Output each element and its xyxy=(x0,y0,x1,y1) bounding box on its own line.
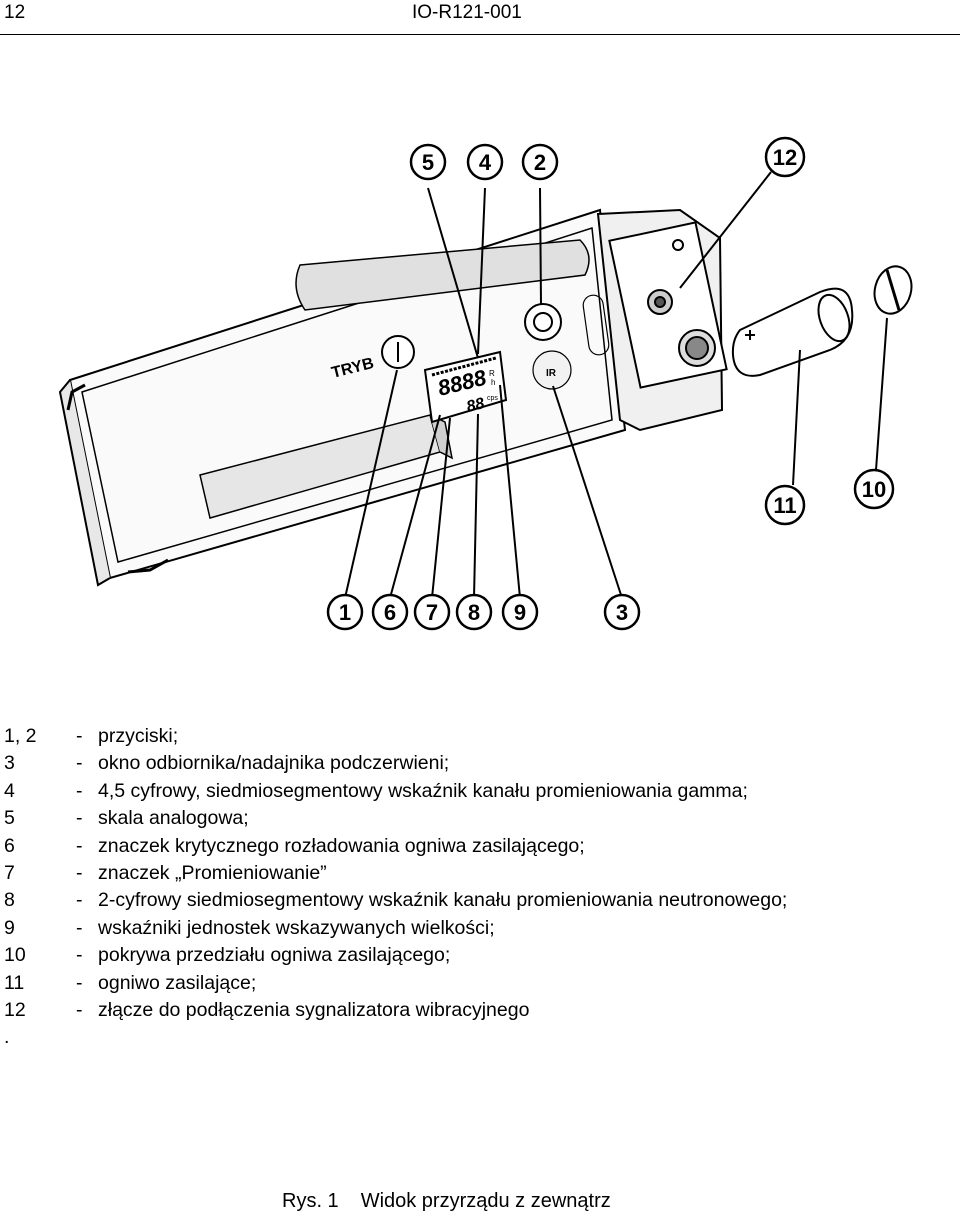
callout-label-12: 12 xyxy=(773,145,797,170)
lcd-unit-r: R xyxy=(489,369,495,378)
legend-dash: - xyxy=(76,944,83,967)
callout-6 xyxy=(371,593,409,631)
button-light xyxy=(524,303,562,341)
page-number: 12 xyxy=(4,2,26,23)
legend-number: 8 xyxy=(4,889,15,912)
legend-item: 1, 2 - przyciski; xyxy=(0,723,960,750)
legend-item: 8 - 2-cyfrowy siedmiosegmentowy wskaźnik… xyxy=(0,887,960,914)
document-code: IO-R121-001 xyxy=(412,2,522,23)
figure-caption: Rys. 1 Widok przyrządu z zewnątrz xyxy=(282,1190,611,1213)
figure-title: Widok przyrządu z zewnątrz xyxy=(360,1190,611,1212)
callout-4 xyxy=(466,143,504,181)
legend-dash: - xyxy=(76,971,83,994)
legend-text: pokrywa przedziału ogniwa zasilającego; xyxy=(98,944,451,967)
legend-text: znaczek „Promieniowanie” xyxy=(98,862,327,885)
callout-label-5: 5 xyxy=(422,150,434,175)
callout-3 xyxy=(603,593,641,631)
legend-number: 1, 2 xyxy=(4,725,37,747)
legend-item: 12 - złącze do podłączenia sygnalizatora… xyxy=(0,997,960,1024)
callout-5 xyxy=(409,143,447,181)
callout-label-6: 6 xyxy=(384,600,396,625)
legend-text: złącze do podłączenia sygnalizatora wibr… xyxy=(98,999,530,1022)
legend-text: okno odbiornika/nadajnika podczerwieni; xyxy=(98,752,450,775)
legend-number: 4 xyxy=(4,779,15,802)
legend-number: 6 xyxy=(4,834,15,857)
callout-label-1: 1 xyxy=(339,600,351,625)
lcd-unit-cps: cps xyxy=(487,395,498,402)
legend-text: wskaźniki jednostek wskazywanych wielkoś… xyxy=(98,916,495,939)
legend-item: 6 - znaczek krytycznego rozładowania ogn… xyxy=(0,833,960,860)
legend-dash: - xyxy=(76,779,83,802)
legend-text: 4,5 cyfrowy, siedmiosegmentowy wskaźnik … xyxy=(98,779,748,802)
legend-item: 10 - pokrywa przedziału ogniwa zasilając… xyxy=(0,942,960,969)
legend-number: 9 xyxy=(4,916,15,939)
legend-item: 3 - okno odbiornika/nadajnika podczerwie… xyxy=(0,750,960,777)
callout-9 xyxy=(501,593,539,631)
figure-label: Rys. 1 xyxy=(282,1190,339,1212)
ir-window xyxy=(532,350,572,390)
legend-text: ogniwo zasilające; xyxy=(98,971,257,994)
callout-label-9: 9 xyxy=(514,600,526,625)
battery xyxy=(731,287,854,377)
callout-label-3: 3 xyxy=(616,600,628,625)
legend-dash: - xyxy=(76,889,83,912)
legend-trailing-dot: . xyxy=(4,1026,10,1049)
device-figure: TRYB IR 8888 88 R h cps 5 4 2 12 11 10 1… xyxy=(0,130,960,650)
legend-text: przyciski; xyxy=(98,725,179,747)
lcd-display xyxy=(423,350,508,424)
legend-dash: - xyxy=(76,725,83,747)
callout-label-2: 2 xyxy=(534,150,546,175)
lcd-small-digits: 88 xyxy=(465,395,486,416)
callout-7 xyxy=(413,593,451,631)
top-window xyxy=(295,239,590,311)
callout-label-8: 8 xyxy=(468,600,480,625)
legend: 1, 2 - przyciski; 3 - okno odbiornika/na… xyxy=(0,723,960,1052)
legend-text: 2-cyfrowy siedmiosegmentowy wskaźnik kan… xyxy=(98,889,788,912)
callout-label-4: 4 xyxy=(479,150,492,175)
callout-label-7: 7 xyxy=(426,600,438,625)
legend-item: 5 - skala analogowa; xyxy=(0,805,960,832)
legend-number: 10 xyxy=(4,944,26,967)
legend-number: 12 xyxy=(4,999,26,1022)
device-illustration: TRYB IR 8888 88 R h cps 5 4 2 12 11 10 1… xyxy=(58,136,913,631)
legend-item: 11 - ogniwo zasilające; xyxy=(0,970,960,997)
callout-11 xyxy=(764,484,806,526)
legend-number: 7 xyxy=(4,862,15,885)
legend-dash: - xyxy=(76,862,83,885)
callout-10 xyxy=(853,468,895,510)
legend-dash: - xyxy=(76,807,83,830)
callout-label-11: 11 xyxy=(773,493,796,518)
callout-12 xyxy=(764,136,806,178)
legend-item: 4 - 4,5 cyfrowy, siedmiosegmentowy wskaź… xyxy=(0,778,960,805)
legend-dash: - xyxy=(76,834,83,857)
page-header: 12 IO-R121-001 xyxy=(0,0,960,35)
lcd-unit-h: h xyxy=(491,378,495,387)
ir-label: IR xyxy=(546,368,557,379)
legend-number: 3 xyxy=(4,752,15,775)
callout-8 xyxy=(455,593,493,631)
legend-dash: - xyxy=(76,916,83,939)
legend-dash: - xyxy=(76,999,83,1022)
callout-2 xyxy=(521,143,559,181)
legend-trailing: . xyxy=(0,1024,960,1051)
legend-text: znaczek krytycznego rozładowania ogniwa … xyxy=(98,834,585,857)
legend-item: 7 - znaczek „Promieniowanie” xyxy=(0,860,960,887)
callout-1 xyxy=(326,593,364,631)
legend-dash: - xyxy=(76,752,83,775)
legend-item: 9 - wskaźniki jednostek wskazywanych wie… xyxy=(0,915,960,942)
legend-text: skala analogowa; xyxy=(98,807,249,830)
callout-label-10: 10 xyxy=(862,477,886,502)
legend-number: 11 xyxy=(4,971,25,994)
legend-number: 5 xyxy=(4,807,15,830)
